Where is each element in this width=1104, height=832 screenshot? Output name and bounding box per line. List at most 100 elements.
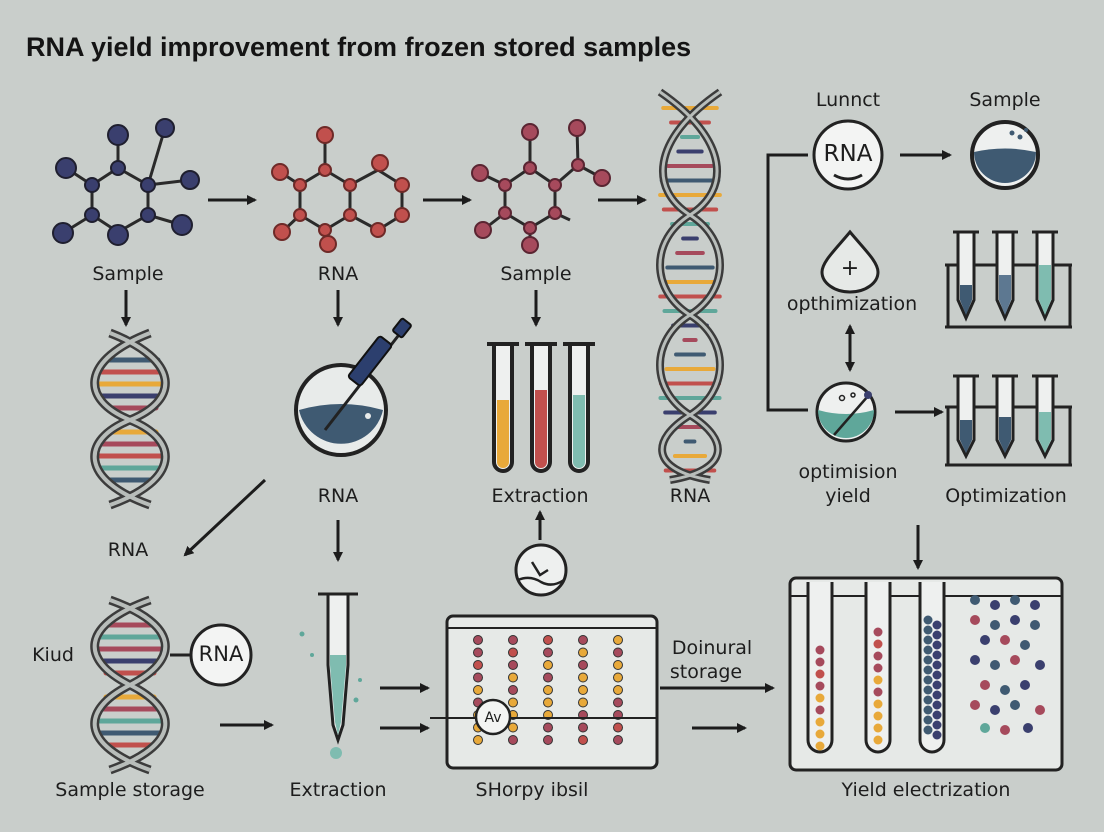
gel-band [508, 697, 518, 708]
gel-band [508, 735, 518, 745]
label-sample-storage: Sample storage [55, 779, 205, 801]
rna-badge [189, 623, 253, 687]
yield-dot [932, 690, 942, 700]
molecule-icon [471, 119, 611, 254]
av-badge-text: Av [484, 710, 502, 726]
gel-band [578, 635, 588, 645]
yield-dot [923, 625, 933, 635]
label-extraction-2: Extraction [289, 779, 387, 801]
yield-dot [932, 710, 942, 720]
yield-dot [1000, 635, 1010, 645]
flask-icon [815, 381, 877, 443]
yield-dot [932, 730, 942, 740]
test-tube-icon [299, 592, 362, 759]
yield-dot [923, 695, 933, 705]
molecule-icon [271, 126, 410, 253]
yield-dot [1000, 685, 1010, 695]
yield-dot [932, 670, 942, 680]
yield-dot [923, 675, 933, 685]
yield-dot [815, 681, 825, 691]
yield-dot [970, 615, 980, 625]
yield-dot [970, 655, 980, 665]
label-rna-1: RNA [317, 263, 359, 285]
label-optimisation-yield-1: optimision [798, 461, 898, 483]
tube-rack-icon [945, 374, 1072, 467]
gel-band [578, 660, 588, 670]
molecule-icon [52, 118, 200, 246]
label-kiud: Kiud [32, 644, 74, 666]
tube-rack-icon [945, 230, 1072, 329]
yield-dot [1010, 615, 1020, 625]
gel-band [543, 660, 553, 670]
yield-dot [815, 741, 825, 751]
label-sample-3: Sample [969, 89, 1041, 111]
yield-dot [1035, 660, 1045, 670]
yield-dot [923, 705, 933, 715]
page-title: RNA yield improvement from frozen stored… [26, 32, 692, 62]
yield-dot [1030, 600, 1040, 610]
gauge-icon [514, 543, 568, 597]
yield-dot [990, 705, 1000, 715]
yield-dot [923, 665, 933, 675]
gel-band [543, 685, 553, 695]
label-doinural-1: Doinural [671, 637, 753, 659]
yield-dot [923, 685, 933, 695]
gel-band [508, 647, 518, 658]
yield-dot [932, 630, 942, 640]
yield-dot [873, 651, 883, 661]
gel-band [613, 697, 623, 708]
yield-dot [815, 669, 825, 679]
yield-dot [873, 675, 883, 685]
yield-dot [1020, 680, 1030, 690]
yield-dot [970, 595, 980, 605]
gel-band [473, 647, 483, 658]
gel-band [613, 647, 623, 658]
yield-dot [1023, 723, 1033, 733]
yield-dot [923, 645, 933, 655]
dna-helix-icon [90, 328, 170, 510]
yield-dot [923, 715, 933, 725]
gel-band [578, 647, 588, 658]
gel-band [543, 672, 553, 683]
dna-helix-icon [656, 88, 724, 484]
gel-band [578, 735, 588, 745]
gel-band [613, 672, 623, 683]
gel-band [508, 722, 518, 733]
label-plate-caption: SHorpy ibsil [475, 779, 589, 801]
yield-dot [1010, 700, 1020, 710]
gel-band [613, 685, 623, 695]
yield-dot [932, 640, 942, 650]
test-tube-icon [487, 342, 595, 473]
yield-dot [815, 645, 825, 655]
yield-dot [990, 600, 1000, 610]
label-optimization-2: Optimization [945, 485, 1067, 507]
droplet-icon [820, 229, 880, 294]
yield-dot [873, 723, 883, 733]
yield-dot [932, 720, 942, 730]
label-extraction-1: Extraction [491, 485, 589, 507]
gel-band [473, 660, 483, 670]
yield-dot [873, 735, 883, 745]
yield-dot [815, 717, 825, 727]
gel-band [508, 660, 518, 670]
yield-dot [932, 620, 942, 630]
label-lunnct: Lunnct [815, 89, 881, 111]
yield-dot [980, 680, 990, 690]
yield-dot [873, 711, 883, 721]
plus-icon: + [840, 256, 860, 281]
gel-band [613, 635, 623, 645]
gel-band [543, 722, 553, 733]
yield-dot [815, 693, 825, 703]
gel-band [473, 685, 483, 695]
yield-dot [1000, 725, 1010, 735]
yield-dot [873, 699, 883, 709]
yield-dot [873, 687, 883, 697]
yield-dot [932, 680, 942, 690]
gel-band [613, 660, 623, 670]
gel-band [543, 697, 553, 708]
yield-dot [990, 620, 1000, 630]
yield-dot [1020, 640, 1030, 650]
yield-dot [1035, 705, 1045, 715]
gel-plate-icon [788, 576, 1064, 772]
